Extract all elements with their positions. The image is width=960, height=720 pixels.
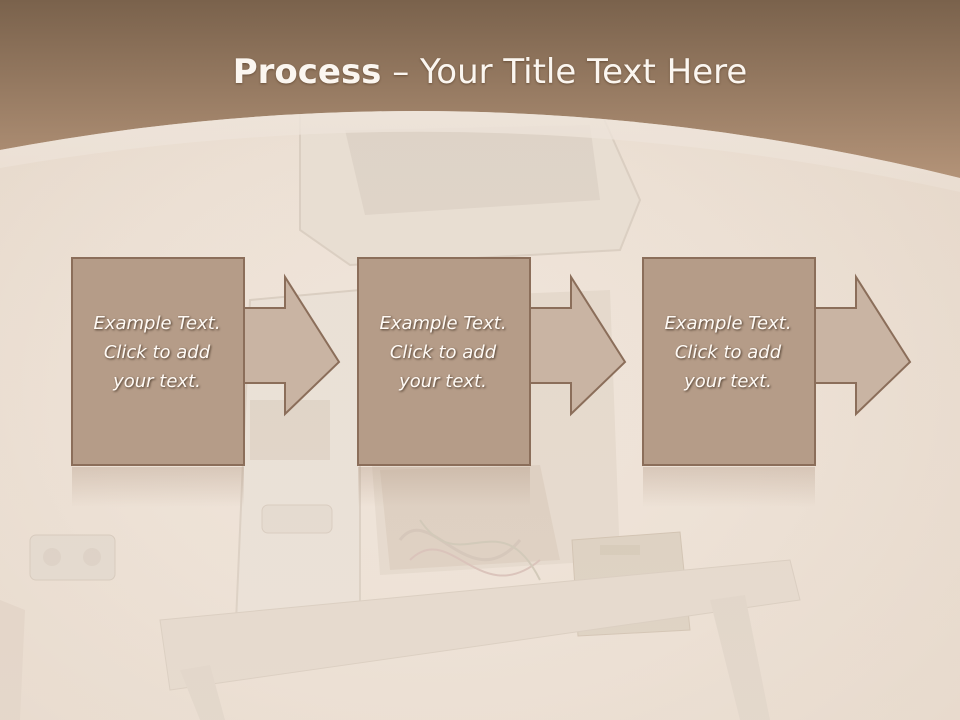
step-3-line-2: Click to add	[674, 342, 782, 363]
slide-title[interactable]: Process – Your Title Text Here	[0, 52, 960, 92]
process-step-3[interactable]: Example Text. Click to add your text.	[642, 257, 942, 467]
step-3-shape	[642, 257, 912, 466]
step-2-line-2: Click to add	[389, 342, 497, 363]
step-2-line-3: your text.	[399, 371, 487, 392]
step-1-line-1: Example Text.	[93, 313, 221, 334]
step-2-text[interactable]: Example Text. Click to add your text.	[357, 309, 529, 396]
process-step-1[interactable]: Example Text. Click to add your text.	[71, 257, 411, 467]
step-2-shape	[357, 257, 627, 466]
title-band	[0, 0, 960, 192]
title-bold-text: Process	[232, 52, 382, 92]
step-3-reflection	[643, 467, 815, 507]
step-1-line-3: your text.	[113, 371, 201, 392]
step-2-line-1: Example Text.	[379, 313, 507, 334]
step-3-line-1: Example Text.	[664, 313, 792, 334]
process-step-2[interactable]: Example Text. Click to add your text.	[357, 257, 697, 467]
step-3-text[interactable]: Example Text. Click to add your text.	[642, 309, 814, 396]
step-1-text[interactable]: Example Text. Click to add your text.	[71, 309, 243, 396]
step-3-line-3: your text.	[684, 371, 772, 392]
step-1-shape	[71, 257, 341, 466]
step-1-line-2: Click to add	[103, 342, 211, 363]
step-2-reflection	[358, 467, 530, 507]
title-rest-text: – Your Title Text Here	[381, 52, 748, 92]
step-1-reflection	[72, 467, 244, 507]
